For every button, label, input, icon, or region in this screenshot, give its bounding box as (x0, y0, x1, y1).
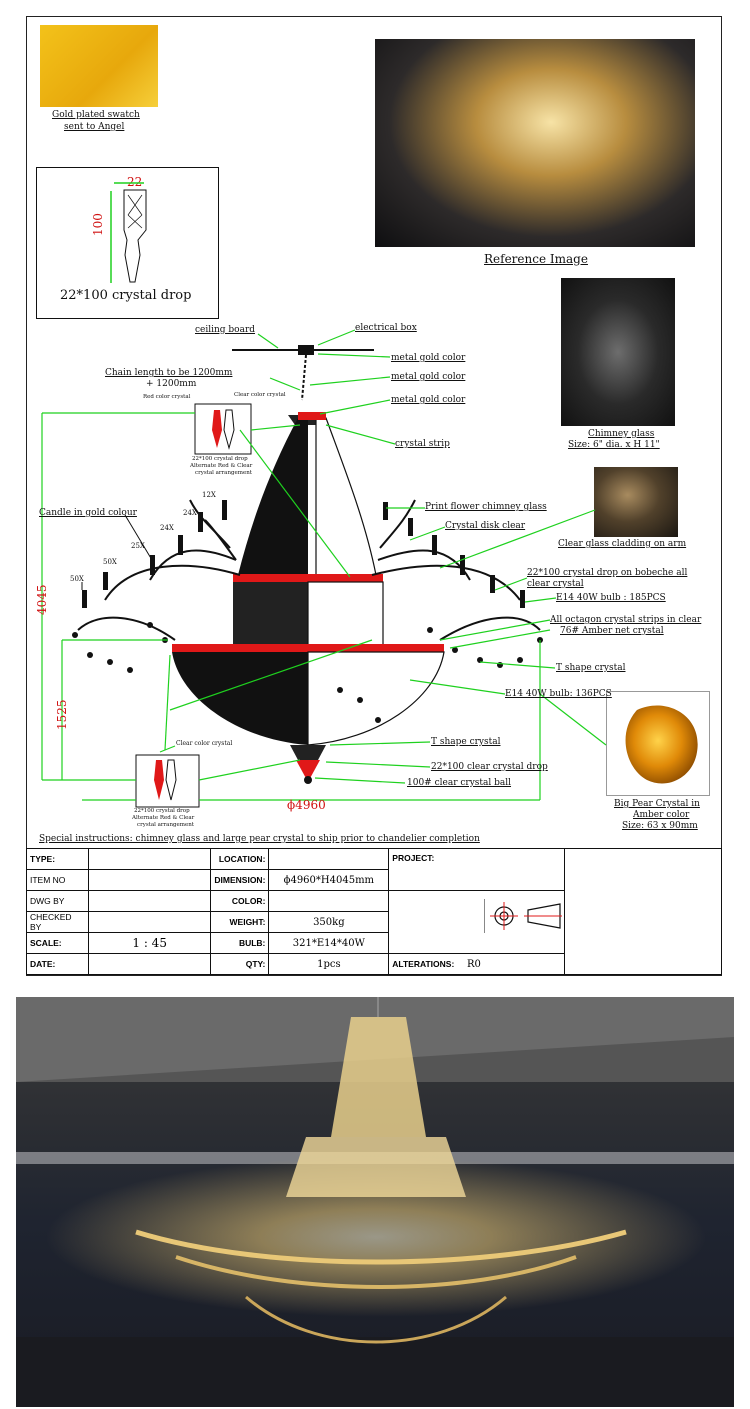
arm-count-24b: 24X (160, 524, 174, 532)
tb-location-key: LOCATION: (210, 848, 270, 870)
callout-drop-bobeche-1: 22*100 crystal drop on bobeche all (527, 568, 688, 578)
tb-checked-key: CHECKED BY (26, 911, 89, 933)
reference-image (375, 39, 695, 247)
tb-alterations-value: R0 (467, 958, 481, 970)
arm-count-50b: 50X (70, 575, 84, 583)
chimney-caption-1: Chimney glass (588, 429, 655, 439)
callout-alt-top-3: crystal arrangement (195, 470, 252, 476)
installed-chandelier-photo (16, 997, 734, 1407)
callout-alt-top-1: 22*100 crystal drop (192, 456, 248, 462)
arm-count-25: 25X (131, 542, 145, 550)
callout-drop-bobeche-2: clear crystal (527, 579, 584, 589)
callout-chain-2: + 1200mm (146, 379, 197, 389)
callout-e14-185: E14 40W bulb : 185PCS (556, 593, 666, 603)
tb-scale-value: 1 : 45 (87, 932, 212, 954)
tb-color-key: COLOR: (210, 890, 270, 912)
tb-bulb-value: 321*E14*40W (268, 932, 390, 954)
tb-dwg-key: DWG BY (26, 890, 89, 912)
drop-detail-title: 22*100 crystal drop (60, 288, 192, 303)
crystal-drop-detail (36, 167, 219, 319)
callout-red-crystal: Red color crystal (143, 394, 191, 400)
callout-metal-gold-2: metal gold color (391, 372, 466, 382)
callout-ceiling-board: ceiling board (195, 325, 256, 335)
callout-octagon-strips: All octagon crystal strips in clear (550, 615, 702, 625)
tb-qty-value: 1pcs (268, 953, 390, 975)
tb-bulb-key: BULB: (210, 932, 270, 954)
dimension-lower: 1525 (55, 699, 69, 730)
tb-dimension-key: DIMENSION: (210, 869, 270, 891)
projection-symbol-icon (483, 899, 562, 933)
pear-caption-2: Amber color (633, 810, 690, 820)
tb-weight-value: 350kg (268, 911, 390, 933)
callout-clear-crystal-bottom: Clear color crystal (176, 740, 233, 747)
arm-count-12: 12X (202, 491, 216, 499)
pear-crystal-image (606, 691, 710, 796)
callout-print-flower: Print flower chimney glass (425, 502, 547, 512)
callout-candle-gold: Candle in gold colour (39, 508, 137, 518)
callout-clear-glass-cladding: Clear glass cladding on arm (558, 539, 687, 549)
callout-metal-gold-3: metal gold color (391, 395, 466, 405)
arm-count-24a: 24X (183, 509, 197, 517)
tb-scale-key: SCALE: (26, 932, 89, 954)
drop-width-dim: 22 (127, 175, 143, 189)
callout-alt-bot-2: Alternate Red & Clear (132, 815, 195, 821)
callout-alt-bot-1: 22*100 crystal drop (134, 808, 190, 814)
dimension-diameter: ϕ4960 (287, 798, 326, 812)
tb-dimension-value: ϕ4960*H4045mm (268, 869, 390, 891)
callout-metal-gold-1: metal gold color (391, 353, 466, 363)
drop-detail-sketch (110, 182, 147, 283)
swatch-caption-1: Gold plated swatch (52, 110, 140, 120)
tb-project-key: PROJECT: (388, 848, 565, 891)
arm-count-50a: 50X (103, 558, 117, 566)
callout-t-shape-1: T shape crystal (556, 663, 626, 673)
callout-crystal-ball: 100# clear crystal ball (407, 778, 512, 788)
callout-crystal-strip: crystal strip (395, 439, 450, 449)
special-instructions: Special instructions: chimney glass and … (39, 834, 480, 844)
cladding-image (594, 467, 678, 537)
callout-crystal-disk: Crystal disk clear (445, 521, 526, 531)
pear-caption-3: Size: 63 x 90mm (622, 821, 698, 831)
tb-date-key: DATE: (26, 953, 89, 975)
title-block: TYPE: LOCATION: PROJECT: ITEM NO DIMENSI… (26, 848, 723, 975)
swatch-caption-2: sent to Angel (64, 122, 125, 132)
tb-alterations-key: ALTERATIONS: (392, 958, 455, 969)
dimension-height: 4045 (35, 584, 49, 615)
callout-alt-bot-3: crystal arrangement (137, 822, 194, 828)
chimney-glass-image (561, 278, 675, 426)
tb-item-key: ITEM NO (26, 869, 89, 891)
callout-amber-net: 76# Amber net crystal (560, 626, 664, 636)
tb-weight-key: WEIGHT: (210, 911, 270, 933)
callout-alt-top-2: Alternate Red & Clear (190, 463, 253, 469)
callout-chain-1: Chain length to be 1200mm (105, 368, 233, 378)
callout-e14-136: E14 40W bulb: 136PCS (505, 689, 612, 699)
pear-caption-1: Big Pear Crystal in (614, 799, 700, 809)
callout-t-shape-2: T shape crystal (431, 737, 501, 747)
reference-caption: Reference Image (484, 252, 588, 266)
callout-clear-crystal-top: Clear color crystal (234, 392, 286, 398)
callout-drop-clear: 22*100 clear crystal drop (431, 762, 548, 772)
tb-qty-key: QTY: (210, 953, 270, 975)
chandelier-drawing (41, 182, 607, 808)
tb-type-key: TYPE: (26, 848, 89, 870)
chimney-caption-2: Size: 6" dia. x H 11" (568, 440, 660, 450)
gold-swatch (40, 25, 158, 107)
callout-electrical-box: electrical box (355, 323, 417, 333)
